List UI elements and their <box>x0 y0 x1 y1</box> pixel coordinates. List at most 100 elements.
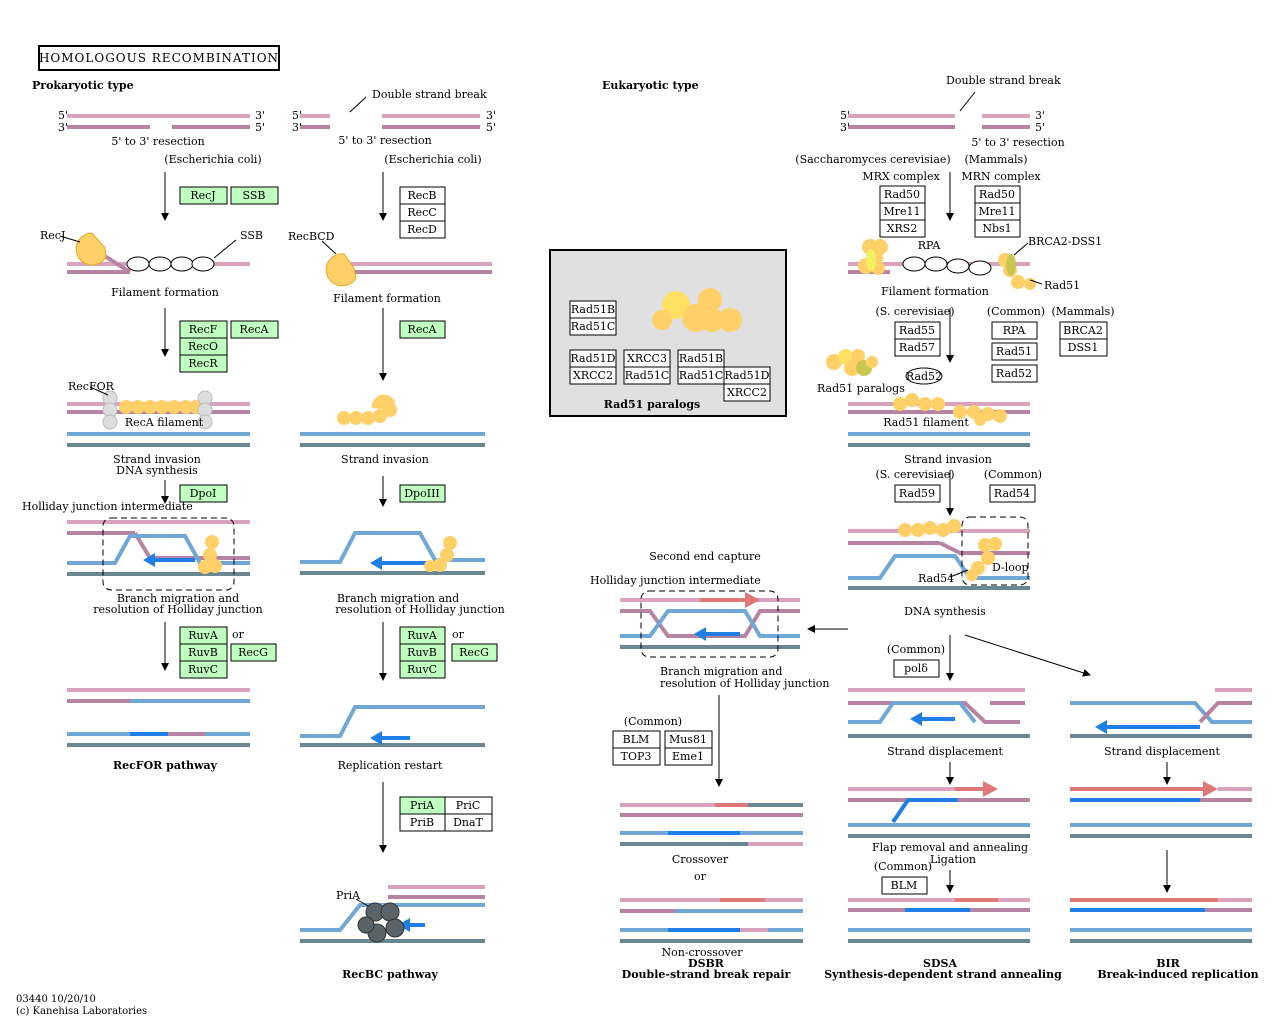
replication-restart-illustration <box>300 705 485 747</box>
svg-text:Rad57: Rad57 <box>899 341 935 354</box>
gene-rad51[interactable]: Rad51 <box>991 342 1038 361</box>
gene-top3[interactable]: TOP3 <box>612 747 661 766</box>
gene-reca[interactable]: RecA <box>399 320 446 339</box>
svg-text:RecB: RecB <box>407 189 436 202</box>
gene-eme1[interactable]: Eme1 <box>664 747 713 766</box>
gene-pold[interactable]: polδ <box>893 659 940 678</box>
rad51-filament-illustration <box>848 393 1030 447</box>
pria-illustration <box>300 885 485 943</box>
gene-ssb[interactable]: SSB <box>230 186 279 205</box>
sdsa-annealing-illustration <box>848 781 1030 838</box>
gene-mus81[interactable]: Mus81 <box>664 730 713 749</box>
svg-text:RecJ: RecJ <box>190 189 215 202</box>
gene-recj[interactable]: RecJ <box>179 186 228 205</box>
rad51-paralogs-label: Rad51 paralogs <box>817 382 905 395</box>
gene-rpa[interactable]: RPA <box>991 321 1038 340</box>
svg-text:RecA: RecA <box>240 323 270 336</box>
dna-synthesis-label: DNA synthesis <box>904 605 986 618</box>
svg-text:Rad54: Rad54 <box>994 487 1030 500</box>
gene-dpoi[interactable]: DpoI <box>179 484 228 503</box>
organism-label: (Escherichia coli) <box>164 153 261 166</box>
strand-end-label: 3' <box>1035 109 1045 122</box>
gene-dpoiii[interactable]: DpoIII <box>399 484 446 503</box>
gene-brca2[interactable]: BRCA2 <box>1059 321 1108 340</box>
gene-rad51b[interactable]: Rad51B <box>569 300 617 319</box>
gene-mre11[interactable]: Mre11 <box>974 202 1021 221</box>
gene-ruva[interactable]: RuvA <box>399 626 446 645</box>
gene-ruvc[interactable]: RuvC <box>399 660 446 679</box>
dsbr-full-label: Double-strand break repair <box>622 968 791 981</box>
gene-dnat[interactable]: DnaT <box>444 813 493 832</box>
gene-recr[interactable]: RecR <box>179 354 228 373</box>
euk-dsb-illustration <box>848 91 1030 129</box>
gene-ruvb[interactable]: RuvB <box>179 643 228 662</box>
gene-rad51c[interactable]: Rad51C <box>677 366 725 385</box>
gene-rad54[interactable]: Rad54 <box>989 484 1036 503</box>
gene-recg[interactable]: RecG <box>230 643 277 662</box>
svg-text:TOP3: TOP3 <box>621 750 652 763</box>
svg-text:PriB: PriB <box>410 816 434 829</box>
gene-blm[interactable]: BLM <box>881 876 928 895</box>
strand-end-label: 5' <box>292 109 302 122</box>
gene-pric[interactable]: PriC <box>444 796 493 815</box>
gene-xrs2[interactable]: XRS2 <box>879 219 926 238</box>
gene-recd[interactable]: RecD <box>399 220 446 239</box>
strand-displacement-label: Strand displacement <box>887 745 1003 758</box>
strand-end-label: 3' <box>486 109 496 122</box>
gene-rad57[interactable]: Rad57 <box>894 338 941 357</box>
gene-recc[interactable]: RecC <box>399 203 446 222</box>
svg-text:DnaT: DnaT <box>453 816 483 829</box>
gene-xrcc2[interactable]: XRCC2 <box>569 366 617 385</box>
gene-rad51d[interactable]: Rad51D <box>723 366 771 385</box>
strand-invasion-label: Strand invasion <box>113 453 201 466</box>
gene-dss1[interactable]: DSS1 <box>1059 338 1108 357</box>
gene-recf[interactable]: RecF <box>179 320 228 339</box>
gene-rad52[interactable]: Rad52 <box>991 364 1038 383</box>
gene-rad55[interactable]: Rad55 <box>894 321 941 340</box>
gene-prib[interactable]: PriB <box>399 813 446 832</box>
resolution-label: resolution of Holliday junction <box>660 677 829 690</box>
recfor-label: RecFOR <box>68 380 115 393</box>
gene-rad50[interactable]: Rad50 <box>879 185 926 204</box>
gene-xrcc3[interactable]: XRCC3 <box>623 349 671 368</box>
reca-filament-illustration <box>67 386 250 447</box>
svg-text:Mre11: Mre11 <box>978 205 1015 218</box>
svg-text:BLM: BLM <box>891 879 918 892</box>
euk-filament-illustration <box>848 239 1043 290</box>
gene-ruva[interactable]: RuvA <box>179 626 228 645</box>
gene-reca[interactable]: RecA <box>230 320 279 339</box>
gene-ruvb[interactable]: RuvB <box>399 643 446 662</box>
gene-mre11[interactable]: Mre11 <box>879 202 926 221</box>
gene-recg[interactable]: RecG <box>451 643 498 662</box>
svg-text:BLM: BLM <box>623 733 650 746</box>
gene-xrcc2[interactable]: XRCC2 <box>723 383 771 402</box>
filament-label: Filament formation <box>333 292 441 305</box>
gene-nbs1[interactable]: Nbs1 <box>974 219 1021 238</box>
svg-text:SSB: SSB <box>243 189 266 202</box>
common-label: (Common) <box>874 860 932 873</box>
gene-reco[interactable]: RecO <box>179 337 228 356</box>
gene-rad50[interactable]: Rad50 <box>974 185 1021 204</box>
gene-rad51d[interactable]: Rad51D <box>569 349 617 368</box>
strand-end-label: 3' <box>840 121 850 134</box>
svg-text:RecR: RecR <box>188 357 218 370</box>
gene-blm[interactable]: BLM <box>612 730 661 749</box>
bir-synthesis-illustration <box>1070 781 1252 838</box>
gene-rad59[interactable]: Rad59 <box>894 484 941 503</box>
branch-migration-label: Branch migration and <box>337 592 459 605</box>
or-label: or <box>452 628 465 641</box>
rad51-paralogs-protein <box>826 349 878 376</box>
gene-rad51c[interactable]: Rad51C <box>569 317 617 336</box>
bir-displacement-illustration <box>1070 688 1252 738</box>
gene-rad51c[interactable]: Rad51C <box>623 366 671 385</box>
svg-text:Eme1: Eme1 <box>672 750 704 763</box>
gene-recb[interactable]: RecB <box>399 186 446 205</box>
gene-ruvc[interactable]: RuvC <box>179 660 228 679</box>
branch-arrow <box>964 634 1091 677</box>
gene-pria[interactable]: PriA <box>399 796 446 815</box>
dsbr-label: DSBR <box>688 957 725 970</box>
common-label: (Common) <box>984 468 1042 481</box>
replication-restart-label: Replication restart <box>338 759 443 772</box>
gene-rad51b[interactable]: Rad51B <box>677 349 725 368</box>
